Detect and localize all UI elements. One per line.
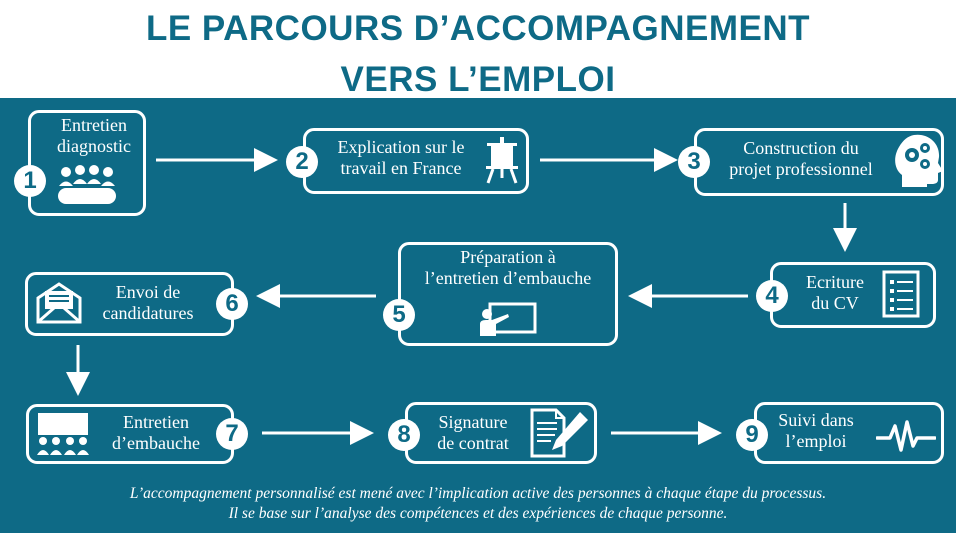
step-7-number: 7 bbox=[216, 418, 248, 450]
step-9-number: 9 bbox=[736, 419, 768, 451]
easel-icon bbox=[486, 137, 518, 184]
pulse-icon bbox=[876, 420, 936, 452]
step-3-number: 3 bbox=[678, 146, 710, 178]
step-5-number: 5 bbox=[383, 299, 415, 331]
checklist-icon bbox=[882, 270, 920, 318]
step-1-number: 1 bbox=[14, 165, 46, 197]
presenter-board-icon bbox=[480, 302, 537, 336]
head-gears-icon bbox=[895, 134, 943, 187]
step-4-number: 4 bbox=[756, 280, 788, 312]
step-1-box bbox=[28, 110, 146, 216]
step-8-number: 8 bbox=[388, 419, 420, 451]
contract-pen-icon bbox=[530, 408, 588, 458]
audience-screen-icon bbox=[37, 413, 89, 455]
footer-line-1: L’accompagnement personnalisé est mené a… bbox=[129, 485, 827, 502]
page-title-line-2: VERS L’EMPLOI bbox=[340, 60, 616, 99]
envelope-letter-icon bbox=[36, 282, 82, 324]
step-5-box bbox=[398, 242, 618, 346]
step-2-number: 2 bbox=[286, 146, 318, 178]
meeting-group-icon bbox=[58, 165, 116, 204]
diagram-panel bbox=[0, 98, 956, 533]
footer-line-2: Il se base sur l’analyse des compétences… bbox=[228, 505, 728, 522]
step-6-number: 6 bbox=[216, 288, 248, 320]
page-title-line-1: LE PARCOURS D’ACCOMPAGNEMENT bbox=[145, 9, 811, 48]
